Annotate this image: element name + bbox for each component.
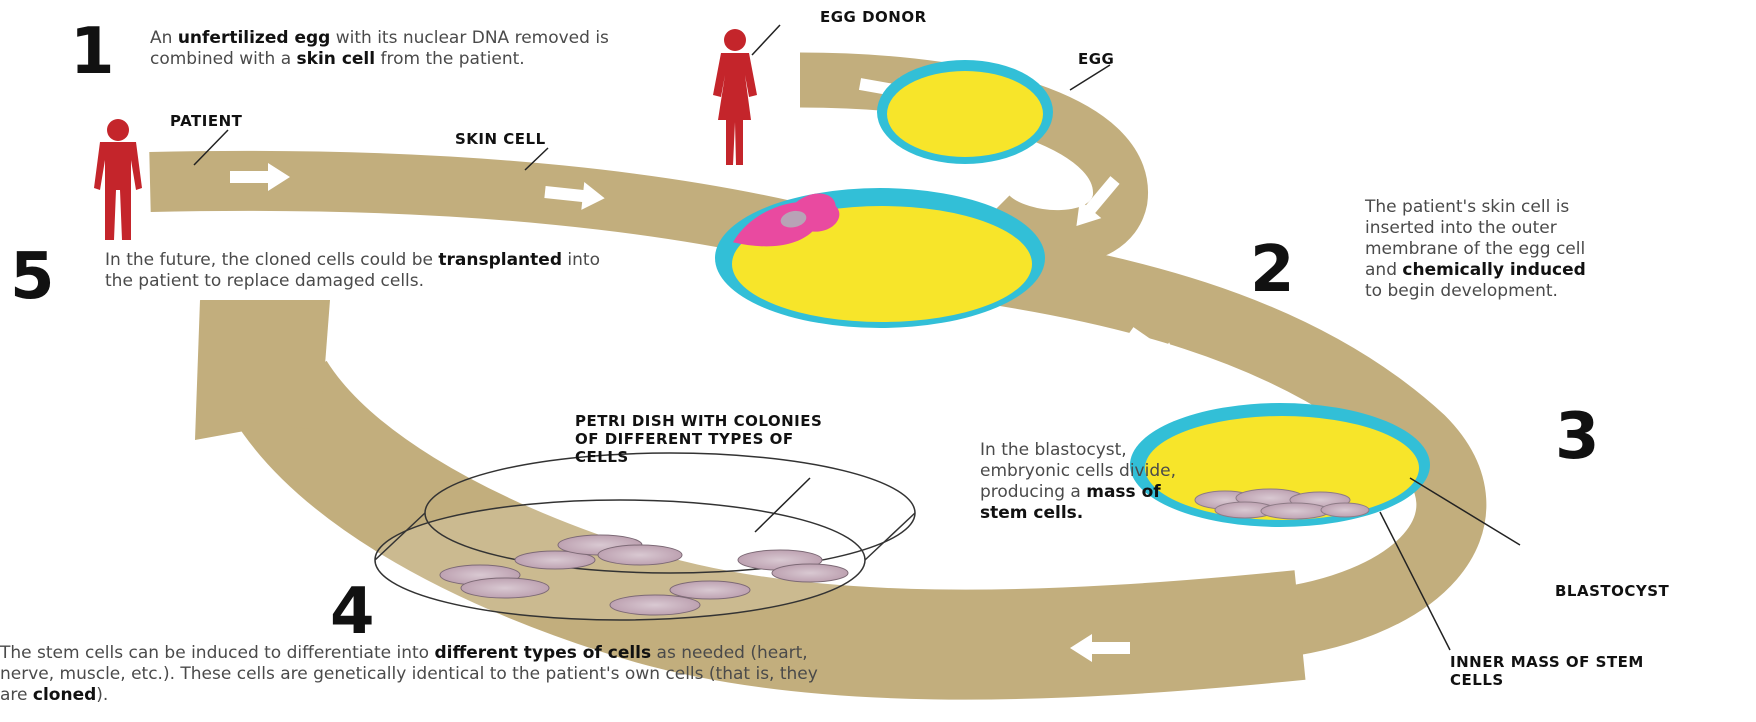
step-number-5: 5 [10,245,55,309]
egg-with-skin-cell [715,188,1045,328]
step-5-text: In the future, the cloned cells could be… [105,250,625,292]
egg-donor-label: EGG DONOR [820,8,927,26]
step-number-4: 4 [330,580,375,644]
egg-donor-person-icon [713,29,757,165]
egg-label: EGG [1078,50,1114,68]
step-number-1: 1 [70,20,115,84]
step-1-text: An unfertilized egg with its nuclear DNA… [150,28,690,70]
step-4-text: The stem cells can be induced to differe… [0,643,830,706]
step-number-2: 2 [1250,238,1295,302]
step-3-text: In the blastocyst, embryonic cells divid… [980,440,1205,524]
egg [877,60,1053,164]
step-number-3: 3 [1555,405,1600,469]
patient-person-icon [94,119,142,240]
step-2-text: The patient's skin cell is inserted into… [1365,197,1595,302]
patient-label: PATIENT [170,112,242,130]
petri-dish-label: PETRI DISH WITH COLONIES OF DIFFERENT TY… [575,412,845,466]
inner-mass-label: INNER MASS OF STEM CELLS [1450,653,1650,689]
skin-cell-label: SKIN CELL [455,130,546,148]
blastocyst-label: BLASTOCYST [1555,582,1669,600]
